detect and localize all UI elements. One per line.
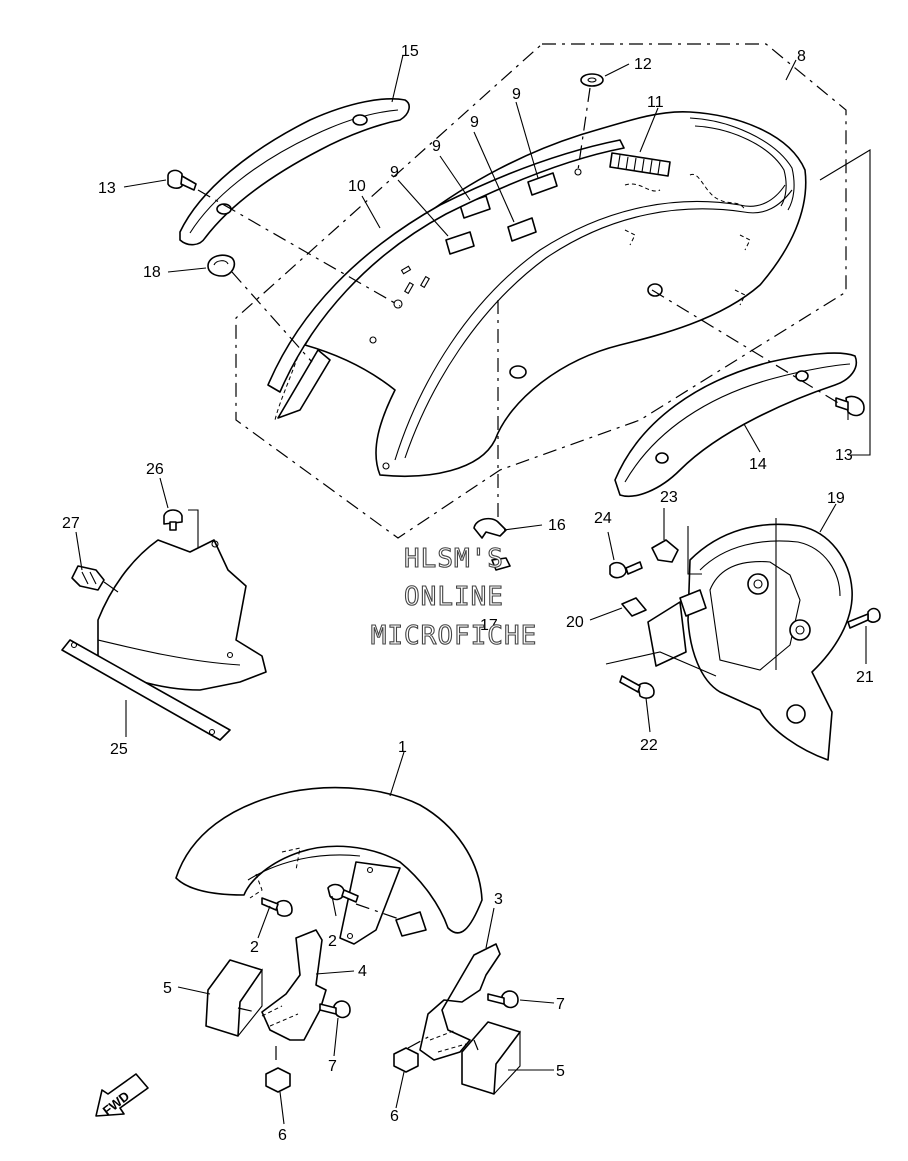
leader-lines (75, 54, 867, 1125)
bracket-3 (419, 943, 501, 1061)
callout-13: 13 (835, 447, 853, 464)
side-cover-10-tab (277, 349, 331, 419)
callout-5: 5 (163, 980, 172, 997)
callout-2: 2 (250, 939, 259, 956)
callout-3: 3 (494, 891, 503, 908)
fender-stay (339, 861, 401, 945)
callout-10: 10 (348, 178, 366, 195)
fwd-arrow-icon: FWD (95, 1073, 149, 1118)
clip-27 (71, 565, 105, 591)
callout-9: 9 (470, 114, 479, 131)
rail-14 (614, 352, 857, 497)
clip-16 (473, 517, 507, 539)
callout-9: 9 (390, 164, 399, 181)
watermark-line-3: MICROFICHE (371, 621, 538, 651)
tail-light-bracket-19 (647, 523, 853, 761)
callout-13: 13 (98, 180, 116, 197)
reflector-5-right (461, 1021, 521, 1095)
screw-7-right (487, 990, 519, 1009)
screw-24 (609, 561, 643, 579)
callout-4: 4 (358, 963, 367, 980)
clip-23 (651, 539, 679, 563)
front-fender (175, 786, 483, 934)
callout-6: 6 (278, 1127, 287, 1144)
callout-1: 1 (398, 739, 407, 756)
mud-guard-25 (61, 539, 267, 741)
side-cover-10 (267, 139, 625, 393)
callout-14: 14 (749, 456, 767, 473)
callout-6: 6 (390, 1108, 399, 1125)
callout-26: 26 (146, 461, 164, 478)
screw-7-left (319, 1000, 351, 1019)
bolt-22 (619, 675, 655, 699)
callout-15: 15 (401, 43, 419, 60)
callout-11: 11 (647, 94, 664, 111)
callout-27: 27 (62, 515, 80, 532)
bolt-2-left (261, 897, 293, 917)
callout-labels: 1 2 2 3 4 5 5 6 6 7 7 8 9 9 9 9 10 11 12… (62, 43, 874, 1144)
bolt-2-right (327, 883, 359, 903)
nut-6-right (393, 1047, 419, 1073)
callout-17: 17 (480, 617, 498, 634)
callout-12: 12 (634, 56, 652, 73)
grommet-18 (207, 254, 236, 277)
callout-21: 21 (856, 669, 874, 686)
washer-12 (580, 73, 604, 87)
callout-18: 18 (143, 264, 161, 281)
watermark: HLSM'S ONLINE MICROFICHE (370, 543, 538, 651)
nut-17 (491, 557, 511, 571)
bolt-13-left (167, 169, 197, 191)
clip-7-upper (395, 911, 427, 937)
callout-22: 22 (640, 737, 658, 754)
rail-15 (179, 98, 410, 246)
callout-19: 19 (827, 490, 845, 507)
bolt-13-right (835, 395, 865, 417)
bracket-4 (261, 929, 327, 1041)
callout-23: 23 (660, 489, 678, 506)
callout-24: 24 (594, 510, 612, 527)
callout-25: 25 (110, 741, 128, 758)
callout-9: 9 (432, 138, 441, 155)
callout-20: 20 (566, 614, 584, 631)
rivet-26 (163, 509, 183, 531)
watermark-line-1: HLSM'S (404, 544, 504, 574)
callout-16: 16 (548, 517, 566, 534)
callout-8: 8 (797, 48, 806, 65)
nut-6-left (265, 1067, 291, 1093)
reflector-5-left (205, 959, 263, 1037)
bolt-21 (847, 607, 881, 629)
nut-20 (621, 597, 647, 617)
callout-7: 7 (328, 1058, 337, 1075)
callout-5: 5 (556, 1063, 565, 1080)
callout-7: 7 (556, 996, 565, 1013)
rear-fender (274, 110, 807, 478)
callout-2: 2 (328, 933, 337, 950)
callout-9: 9 (512, 86, 521, 103)
watermark-line-2: ONLINE (404, 582, 504, 612)
